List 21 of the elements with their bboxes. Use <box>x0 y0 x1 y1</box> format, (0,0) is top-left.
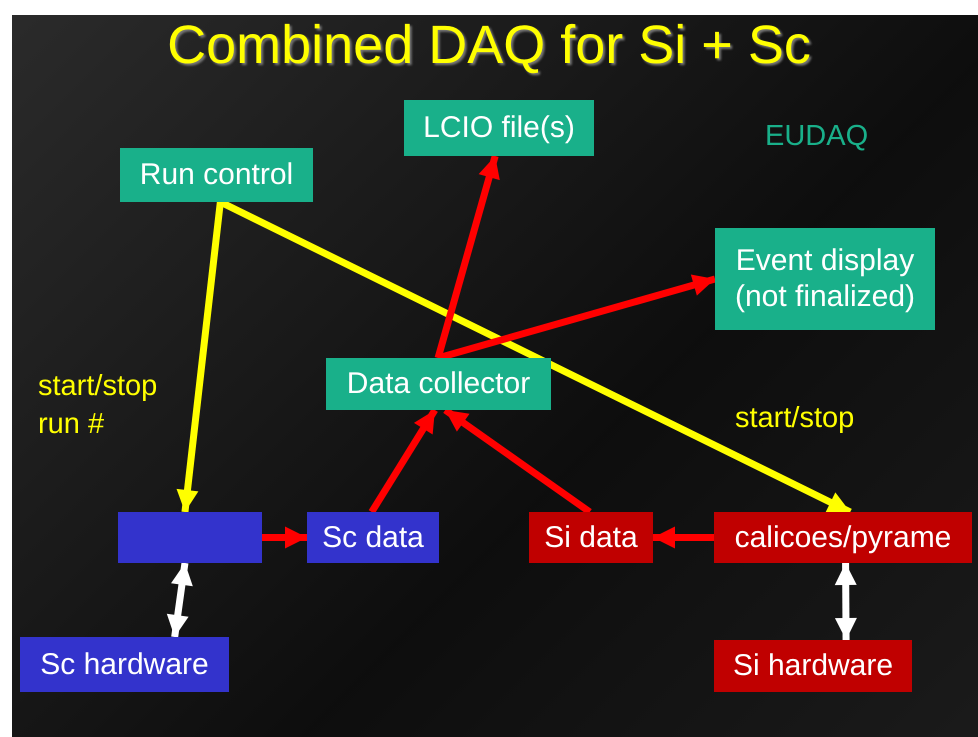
process-box: LCIO file(s) <box>404 100 594 156</box>
process-box: Sc data <box>307 512 439 563</box>
process-box: Si data <box>529 512 653 563</box>
process-box <box>118 512 262 563</box>
arrow <box>166 562 193 638</box>
arrow <box>653 526 714 548</box>
arrow <box>368 408 438 514</box>
process-box: Event display (not finalized) <box>715 228 935 330</box>
arrow <box>262 526 307 548</box>
note-label: EUDAQ <box>765 119 868 154</box>
arrow <box>176 202 224 512</box>
arrow <box>834 562 857 640</box>
edge-label: start/stop run # <box>38 369 158 442</box>
process-box: Data collector <box>326 358 551 410</box>
edge-label: start/stop <box>735 401 856 436</box>
process-box: Run control <box>120 148 313 202</box>
slide-title: Combined DAQ for Si + Sc <box>166 14 812 76</box>
process-box: calicoes/pyrame <box>714 512 972 563</box>
arrow <box>434 155 500 359</box>
process-box: Sc hardware <box>20 637 229 692</box>
process-box: Si hardware <box>714 640 912 692</box>
